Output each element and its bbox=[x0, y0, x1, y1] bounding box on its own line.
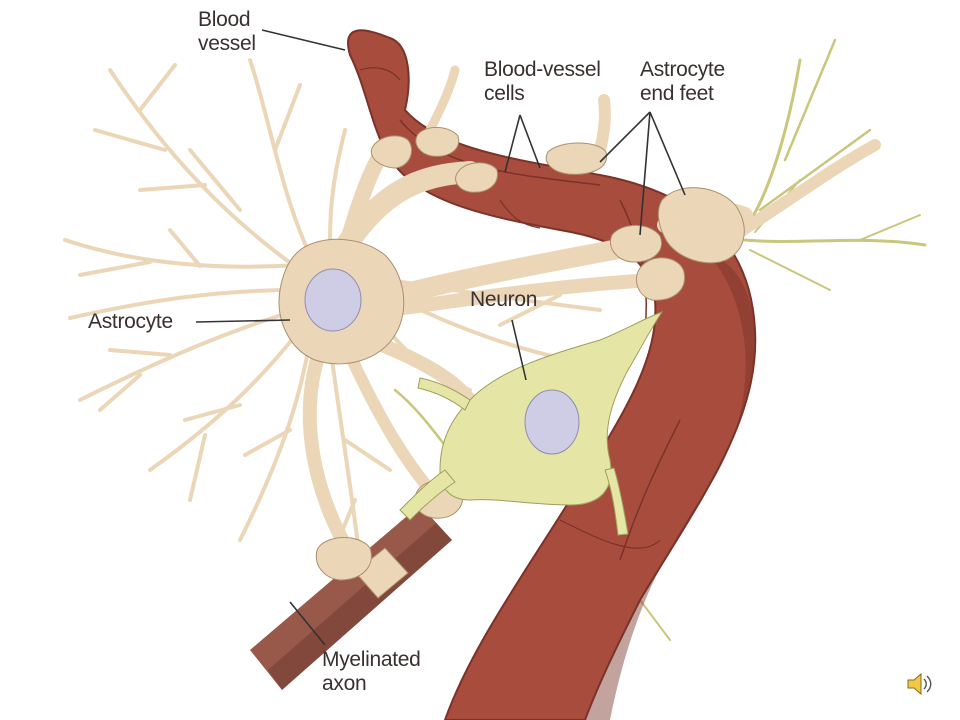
leader-end-feet-1 bbox=[599, 111, 651, 163]
astrocyte-nucleus bbox=[304, 268, 362, 332]
label-myelinated-axon: Myelinated axon bbox=[322, 648, 421, 695]
label-neuron: Neuron bbox=[470, 288, 538, 311]
label-astrocyte: Astrocyte bbox=[88, 310, 173, 333]
leader-astrocyte bbox=[195, 319, 291, 323]
label-astrocyte-end-feet: Astrocyte end feet bbox=[640, 58, 725, 105]
leader-axon bbox=[289, 601, 326, 646]
leader-end-feet-2 bbox=[639, 111, 651, 236]
myelinated-axon bbox=[250, 505, 452, 690]
leader-end-feet-3 bbox=[649, 111, 686, 196]
leader-lines bbox=[195, 29, 686, 646]
leader-cells-1 bbox=[504, 114, 521, 173]
neuron-nucleus bbox=[524, 389, 580, 455]
label-blood-vessel-cells: Blood-vessel cells bbox=[484, 58, 601, 105]
leader-neuron bbox=[511, 319, 527, 381]
leader-blood-vessel bbox=[261, 29, 346, 51]
label-blood-vessel: Blood vessel bbox=[198, 8, 256, 55]
speaker-icon[interactable] bbox=[902, 668, 934, 700]
leader-cells-2 bbox=[519, 114, 541, 169]
